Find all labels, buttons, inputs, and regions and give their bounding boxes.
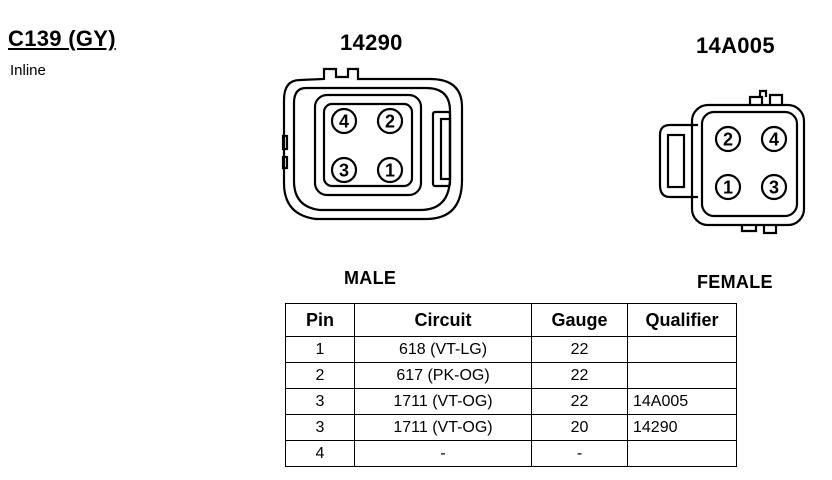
male-connector-diagram [281,67,464,221]
cell-gauge: 22 [531,336,628,363]
header-gauge: Gauge [531,303,628,337]
female-pin-2-label: 2 [723,130,733,150]
cell-circuit: - [354,440,532,467]
cell-qualifier [627,440,737,467]
cell-qualifier: 14A005 [627,388,737,415]
male-label: MALE [344,268,397,288]
table-row: 1 618 (VT-LG) 22 [285,336,737,363]
cell-pin: 3 [285,388,355,415]
cell-pin: 2 [285,362,355,389]
cell-gauge: 22 [531,362,628,389]
table-row: 3 1711 (VT-OG) 22 14A005 [285,388,737,415]
table-row: 2 617 (PK-OG) 22 [285,362,737,389]
cell-gauge: 22 [531,388,628,415]
cell-pin: 1 [285,336,355,363]
female-pin-3-label: 3 [769,178,779,198]
cell-pin: 3 [285,414,355,441]
female-label: FEMALE [697,272,773,292]
cell-circuit: 1711 (VT-OG) [354,388,532,415]
table-row: 3 1711 (VT-OG) 20 14290 [285,414,737,441]
male-pin-4-label: 4 [339,112,349,132]
cell-gauge: - [531,440,628,467]
cell-qualifier [627,336,737,363]
female-connector-diagram [658,89,806,235]
connector-type-label: Inline [10,62,46,79]
male-part-number: 14290 [340,30,403,55]
header-pin: Pin [285,303,355,337]
male-pin-layout: 4 2 3 1 [330,107,404,184]
cell-pin: 4 [285,440,355,467]
header-circuit: Circuit [354,303,532,337]
pinout-table: Pin Circuit Gauge Qualifier 1 618 (VT-LG… [285,303,737,467]
cell-circuit: 617 (PK-OG) [354,362,532,389]
cell-circuit: 1711 (VT-OG) [354,414,532,441]
cell-circuit: 618 (VT-LG) [354,336,532,363]
female-part-number: 14A005 [696,33,775,58]
female-pin-layout: 2 4 1 3 [714,125,788,201]
female-pin-1-label: 1 [723,178,733,198]
cell-qualifier: 14290 [627,414,737,441]
male-pin-2-label: 2 [385,112,395,132]
connector-id-title: C139 (GY) [8,26,116,51]
cell-qualifier [627,362,737,389]
female-pin-4-label: 4 [769,130,779,150]
cell-gauge: 20 [531,414,628,441]
table-header-row: Pin Circuit Gauge Qualifier [285,303,737,337]
header-qualifier: Qualifier [627,303,737,337]
table-row: 4 - - [285,440,737,467]
male-pin-3-label: 3 [339,161,349,181]
male-pin-1-label: 1 [385,161,395,181]
